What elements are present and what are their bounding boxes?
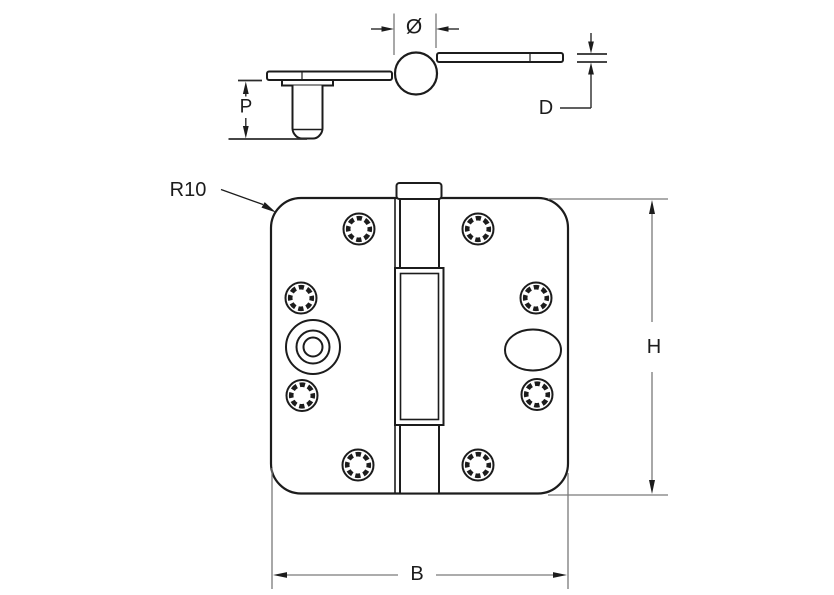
hinge-knuckle-column [394, 182, 445, 495]
screw-hole [522, 379, 553, 410]
center-knuckle-outer [394, 267, 445, 426]
label-pin-diameter: Ø [405, 15, 423, 39]
mounting-stud [281, 79, 334, 140]
front-view [269, 182, 570, 495]
leader-corner-radius [220, 188, 276, 213]
bottom-knuckle [399, 424, 440, 495]
dim-width [271, 468, 569, 589]
barrel-circle [393, 51, 439, 96]
screw-hole [521, 283, 552, 314]
oval-adjustment-hole [504, 328, 562, 372]
bushing-hole [285, 319, 341, 375]
screw-hole [344, 214, 375, 245]
screw-hole [463, 450, 494, 481]
dim-stud-projection [228, 79, 307, 140]
label-leaf-thickness: D [538, 97, 554, 119]
right-leaf-profile [436, 52, 564, 63]
dim-pin-diameter [371, 13, 459, 55]
left-leaf-profile [266, 70, 393, 81]
screw-hole [343, 450, 374, 481]
screw-hole [287, 380, 318, 411]
side-profile-view [266, 51, 564, 140]
dim-leaf-thickness [560, 33, 607, 109]
screw-hole [286, 283, 317, 314]
top-knuckle [399, 197, 440, 269]
label-width: B [410, 563, 424, 585]
label-corner-radius: R10 [169, 179, 207, 201]
label-height: H [646, 336, 662, 358]
screw-hole [463, 214, 494, 245]
label-stud-projection: P [239, 96, 253, 118]
center-knuckle-inner [399, 272, 440, 421]
pin-cap [395, 182, 443, 200]
